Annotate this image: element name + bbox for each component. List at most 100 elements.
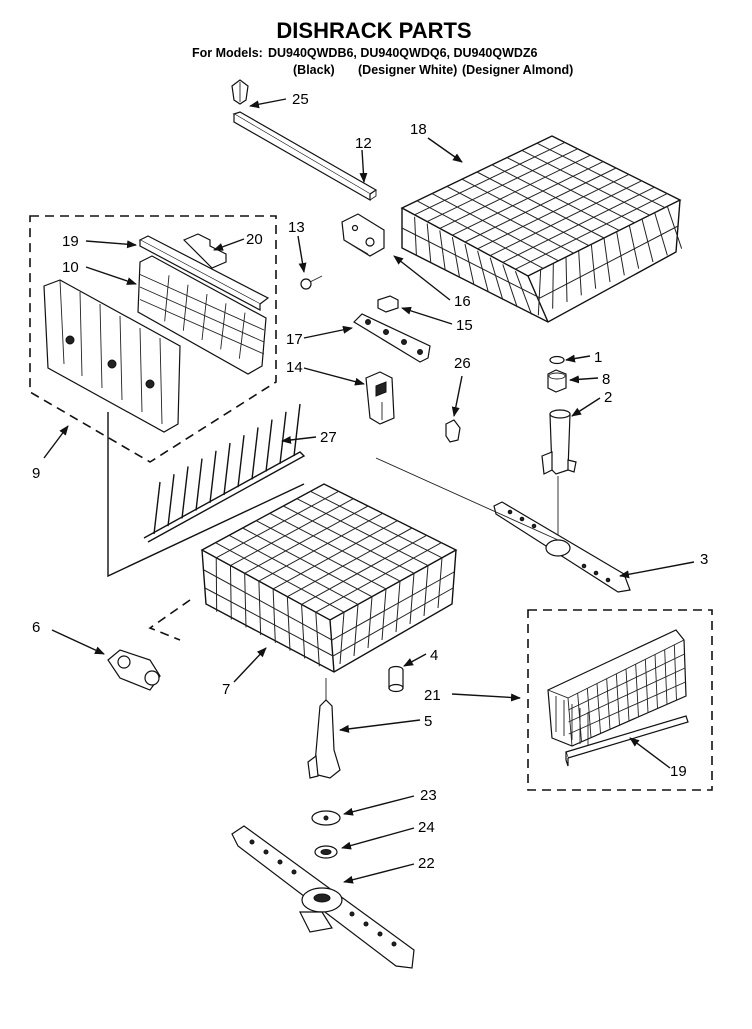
wire-segment (209, 450, 217, 503)
wire-segment (315, 612, 320, 667)
wire-segment (215, 490, 339, 559)
callout-4: 4 (430, 647, 438, 664)
part-2-spray-tube (541, 409, 577, 544)
wire-segment (628, 225, 640, 269)
part-10-basket-lid (137, 255, 267, 375)
part-6-roller (107, 649, 161, 691)
part-15-cap (377, 295, 399, 313)
part-24-seal (314, 845, 338, 859)
wire-segment (521, 149, 650, 216)
wire-segment (565, 256, 568, 303)
callout-25: 25 (292, 91, 309, 108)
wire-segment (139, 299, 265, 355)
wire-segment (506, 157, 635, 224)
wire-segment (439, 230, 446, 271)
part-22-lower-spray-arm (231, 825, 415, 969)
wire-segment (223, 442, 231, 496)
wire-segment (491, 164, 620, 231)
spray-hole (291, 869, 297, 875)
wire-segment (201, 293, 208, 341)
part-26-clip (445, 419, 461, 443)
part-13-screw (300, 275, 323, 290)
wire-segment (244, 573, 247, 628)
callout-1: 1 (594, 349, 602, 366)
part-17-arm (353, 313, 431, 363)
part-23-washer (311, 810, 341, 826)
part-21-assembly-box (527, 609, 713, 791)
assembly-guide-line (107, 412, 305, 578)
wire-segment (616, 231, 625, 276)
callout-22: 22 (418, 855, 435, 872)
wire-segment (423, 565, 429, 617)
spray-hole (249, 839, 255, 845)
part-5-spray-tower (307, 699, 341, 779)
spray-hole (605, 577, 611, 583)
part-18-upper-rack (400, 135, 683, 323)
wire-segment (464, 243, 475, 286)
wire-segment (489, 257, 504, 300)
spray-hole (277, 859, 283, 865)
spray-hole (391, 941, 397, 947)
callout-18: 18 (410, 121, 427, 138)
wire-segment (269, 512, 401, 582)
wire-segment (590, 244, 597, 289)
callout-27: 27 (320, 429, 337, 446)
wire-segment (244, 505, 369, 574)
callout-10: 10 (62, 259, 79, 276)
part-3-upper-spray-arm (493, 501, 631, 593)
wire-segment (310, 490, 443, 559)
part-1-washer (549, 355, 565, 365)
leader-lines (43, 98, 695, 884)
part-19-strip-left (138, 235, 270, 311)
part-9-basket-body (43, 279, 181, 433)
wire-segment (286, 596, 291, 651)
callout-20: 20 (246, 231, 263, 248)
wire-segment (367, 596, 373, 649)
model-color-black: (Black) (293, 63, 335, 77)
wire-segment (215, 542, 345, 613)
wire-segment (409, 573, 415, 625)
callout-2: 2 (604, 389, 612, 406)
wire-segment (437, 557, 443, 609)
wire-segment (578, 250, 582, 296)
part-19-strip-right (565, 715, 689, 767)
callout-5: 5 (424, 713, 432, 730)
callout-21: 21 (424, 687, 441, 704)
wire-segment (301, 604, 306, 659)
wire-segment (381, 588, 387, 641)
wire-segment (514, 271, 533, 315)
wire-segment (255, 520, 387, 590)
wire-segment (272, 520, 398, 590)
spray-hole (593, 570, 599, 576)
wire-segment (272, 588, 276, 643)
wire-segment (515, 193, 668, 270)
wire-segment (666, 206, 683, 249)
wire-segment (296, 498, 429, 567)
rack-guide-line (375, 457, 559, 541)
wire-segment (238, 312, 246, 359)
part-8-nut (547, 369, 567, 393)
callout-14: 14 (286, 359, 303, 376)
wire-segment (279, 411, 287, 464)
models-list: DU940QWDB6, DU940QWDQ6, DU940QWDZ6 (268, 46, 538, 60)
callout-8: 8 (602, 371, 610, 388)
wire-segment (164, 275, 170, 322)
callout-3: 3 (700, 551, 708, 568)
wire-segment (258, 581, 262, 636)
wire-segment (395, 581, 401, 633)
wire-segment (464, 167, 617, 243)
wire-segment (230, 498, 354, 566)
spray-hole (507, 509, 513, 515)
wire-segment (251, 427, 259, 480)
callout-17: 17 (286, 331, 303, 348)
callout-19-right: 19 (670, 763, 687, 780)
part-21-silverware-basket (547, 629, 687, 748)
callout-26: 26 (454, 355, 471, 372)
wire-segment (536, 142, 666, 209)
models-prefix: For Models: (192, 46, 263, 60)
wire-segment (139, 274, 265, 331)
wire-segment (181, 466, 189, 519)
wire-segment (654, 212, 668, 256)
callout-13: 13 (288, 219, 305, 236)
